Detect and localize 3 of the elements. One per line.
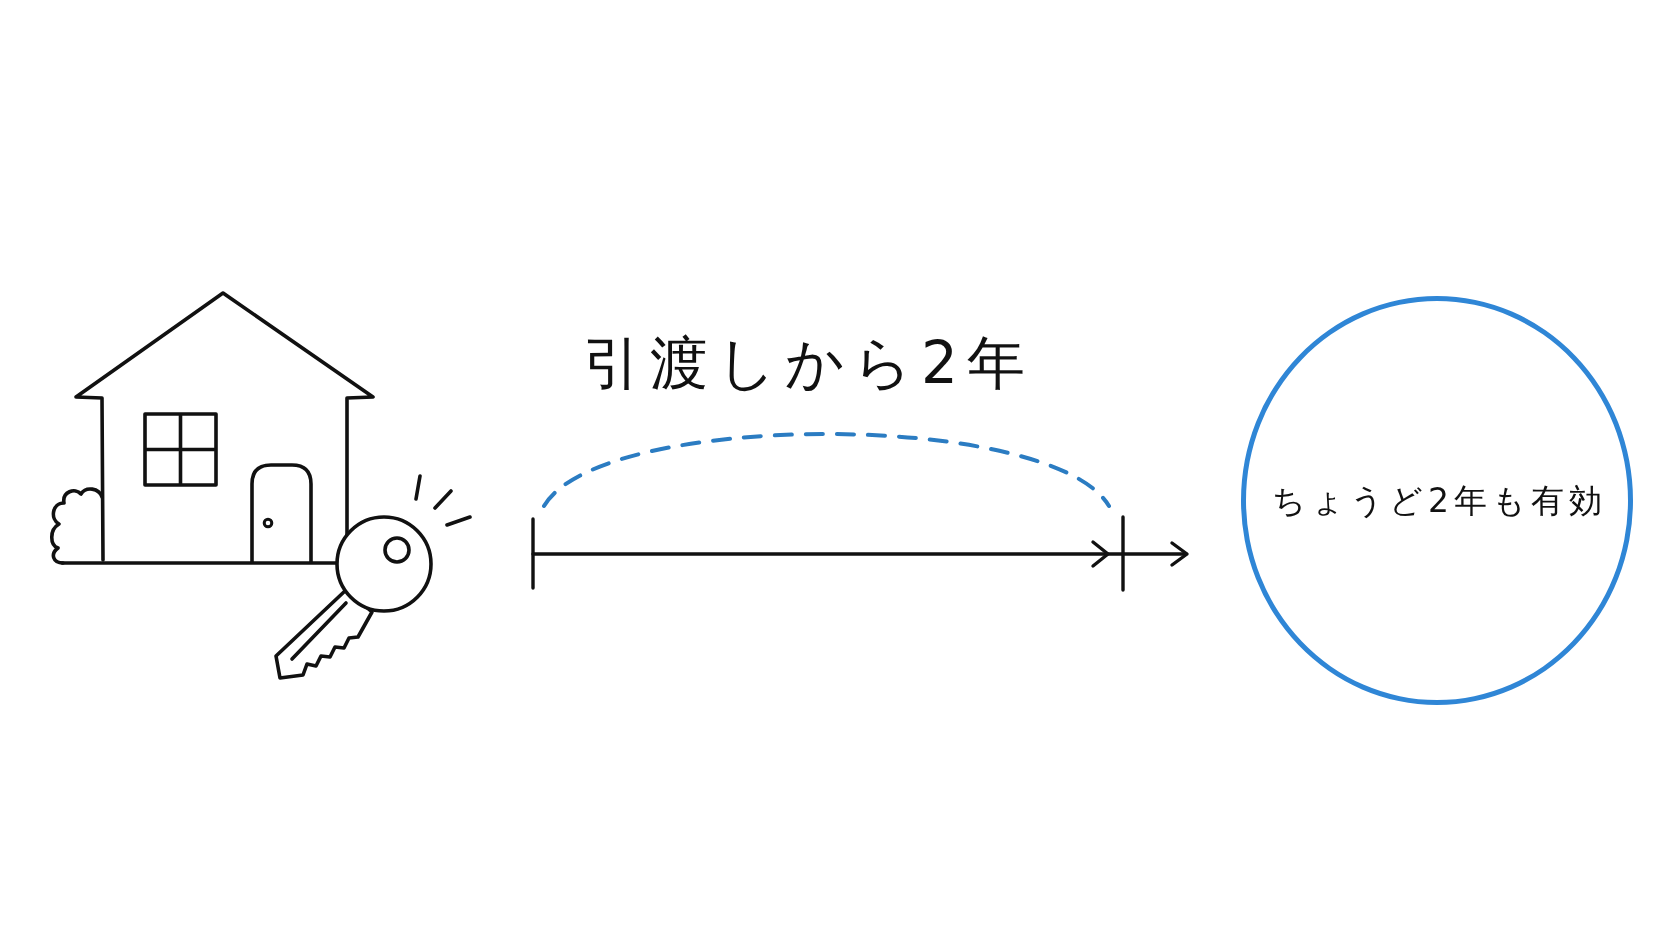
duration-label: 引渡しから2年	[583, 329, 1034, 399]
highlight-circle	[1241, 296, 1633, 705]
validity-note: ちょうど2年も有効	[1271, 480, 1607, 521]
